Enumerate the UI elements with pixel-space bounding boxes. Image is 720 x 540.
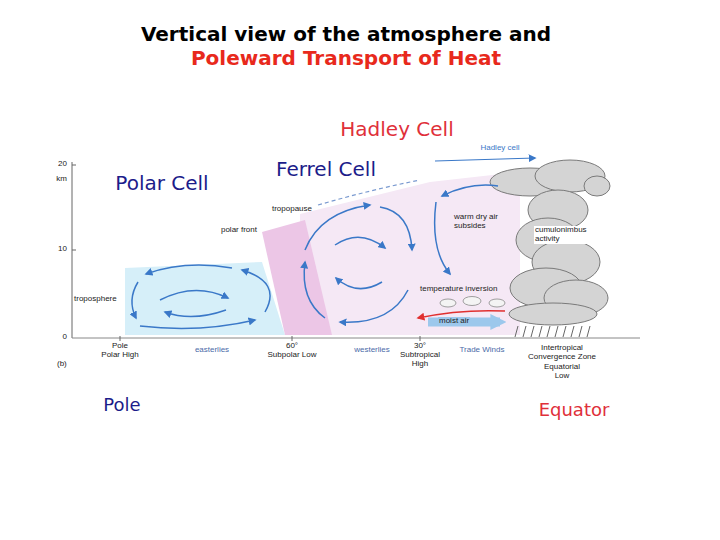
polar-cell-arrows <box>132 265 270 328</box>
polar-air-shade <box>125 262 285 335</box>
process-note: moist air <box>438 317 470 326</box>
pressure-zone: Equatorial Low <box>540 363 584 381</box>
rain-streak <box>531 326 534 337</box>
layer-label: troposphere <box>74 295 117 304</box>
process-note: cumulonimbus activity <box>534 226 594 244</box>
rain-streak <box>579 326 582 337</box>
cell-name: Hadley Cell <box>340 118 453 140</box>
axis-tick <box>72 165 76 166</box>
cloud-puff <box>584 176 610 196</box>
rain-streaks <box>515 326 590 337</box>
cloud-base <box>509 303 597 325</box>
end-label: Pole <box>103 395 140 415</box>
circulation-arrow <box>304 262 325 318</box>
rain-streak <box>571 326 574 337</box>
pressure-zone: Intertropical Convergence Zone <box>525 344 599 362</box>
polar-front-band <box>262 220 332 335</box>
circulation-arrow <box>336 278 382 289</box>
cloud-puff <box>463 297 481 306</box>
ground-line <box>72 338 640 339</box>
figure-tag: (b) <box>57 360 67 369</box>
latitude-tick <box>120 336 121 341</box>
axis-tick <box>72 250 76 251</box>
circulation-arrow <box>380 207 412 250</box>
wind-name: Trade Winds <box>459 346 504 355</box>
circulation-arrow <box>442 185 498 196</box>
circulation-arrow <box>335 237 385 248</box>
latitude: Pole <box>112 342 128 351</box>
cumulonimbus-cloud <box>490 160 610 325</box>
rain-streak <box>587 326 590 337</box>
wind-name: easterlies <box>195 346 229 355</box>
cell-name: Ferrel Cell <box>276 158 376 180</box>
flow-label: Hadley cell <box>480 144 519 153</box>
height-tick: 10 <box>58 245 67 254</box>
subsidence-arrow <box>435 202 450 274</box>
process-note: temperature inversion <box>420 285 497 294</box>
small-cumulus <box>440 297 505 308</box>
rain-streak <box>555 326 558 337</box>
layer-label: tropopause <box>272 205 312 214</box>
latitude: 30° <box>414 342 426 351</box>
pressure-zone: Polar High <box>101 351 138 360</box>
pressure-zone: Subpolar Low <box>268 351 317 360</box>
end-label: Equator <box>539 400 610 420</box>
rain-streak <box>515 326 518 337</box>
latitude-tick <box>420 336 421 341</box>
height-unit: km <box>56 175 67 184</box>
circulation-arrow <box>160 290 228 300</box>
circulation-arrow <box>242 270 270 312</box>
circulation-arrow <box>340 290 408 322</box>
rain-streak <box>563 326 566 337</box>
midlatitude-shade <box>300 172 520 335</box>
cloud-puff <box>440 299 456 307</box>
wind-name: westerlies <box>354 346 390 355</box>
circulation-arrow <box>146 265 232 274</box>
ferrel-cell-arrows <box>304 205 412 322</box>
page-title: Vertical view of the atmosphere and Pole… <box>126 22 566 70</box>
rain-streak <box>523 326 526 337</box>
pressure-zone: Subtropical High <box>397 351 443 369</box>
circulation-arrow <box>140 320 255 328</box>
circulation-arrow <box>165 310 226 317</box>
tropopause-line <box>318 180 420 205</box>
hadley-top-arrow <box>435 158 535 161</box>
rain-streak <box>539 326 542 337</box>
cell-name: Polar Cell <box>115 172 208 194</box>
latitude-tick <box>292 336 293 341</box>
front-label: polar front <box>221 226 257 235</box>
rain-streak <box>547 326 550 337</box>
cloud-puff <box>489 299 505 307</box>
process-note: warm dry air subsides <box>454 213 506 231</box>
circulation-arrow <box>132 282 138 318</box>
height-tick: 0 <box>63 333 67 342</box>
latitude: 60° <box>286 342 298 351</box>
moist-air-arrow <box>428 318 500 327</box>
height-tick: 20 <box>58 160 67 169</box>
